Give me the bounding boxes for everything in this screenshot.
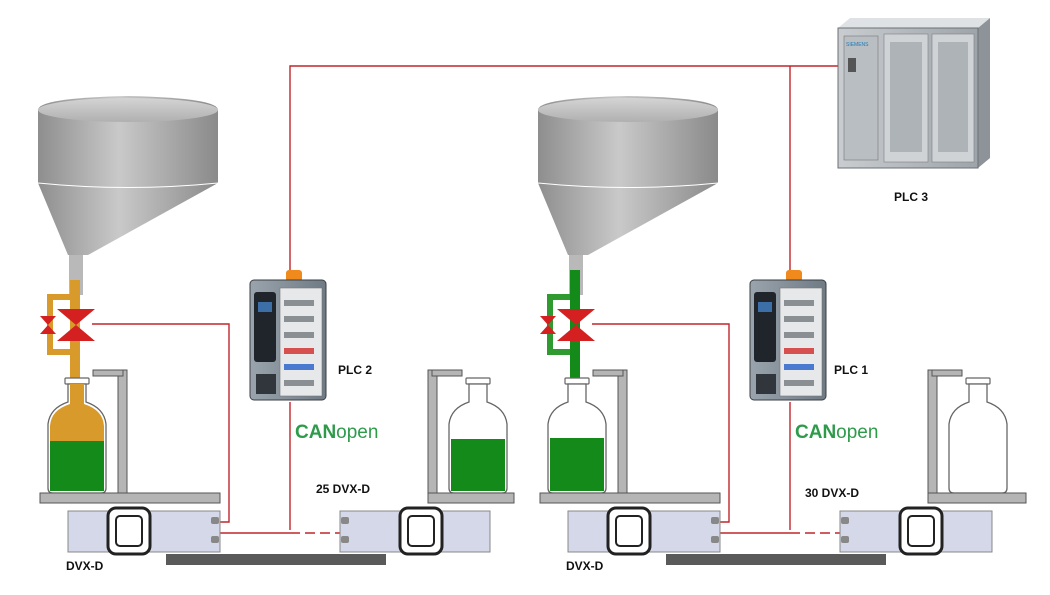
pipe-right-fill [570, 270, 580, 446]
frame-right-target [927, 369, 1027, 504]
bottle-empty [948, 377, 1008, 494]
label-dvx-right-1: 25 DVX-D [316, 482, 370, 496]
dvx-block-right [567, 506, 721, 556]
label-dvx-left-1: DVX-D [66, 559, 104, 573]
label-dvx-right-2: 30 DVX-D [805, 486, 859, 500]
plc1-module [749, 270, 827, 401]
hopper-right [537, 96, 719, 295]
dvx-block-right-target [839, 506, 993, 556]
bottle-right-filling [547, 377, 607, 494]
bottle-green-full [448, 377, 508, 494]
frame-left-target [427, 369, 515, 504]
bypass-pipe-right [547, 294, 572, 355]
conveyor-belt-left [166, 554, 386, 565]
network-wiring [92, 65, 840, 534]
conveyor-belt-right [666, 554, 886, 565]
frame-left [39, 369, 221, 504]
dvx-block-left [67, 506, 221, 556]
canopen-left-light: open [336, 422, 378, 443]
station-left-target [339, 369, 515, 556]
frame-right [539, 369, 721, 504]
valve-small-right [540, 316, 556, 334]
label-plc2: PLC 2 [338, 363, 372, 377]
canopen-right-light: open [836, 422, 878, 443]
station-right [537, 96, 886, 565]
canopen-logo-right: CANopen [795, 422, 878, 443]
valve-large-left [57, 309, 95, 341]
plc3-module: SIEMENS [837, 18, 990, 169]
canopen-right-bold: CAN [795, 422, 836, 443]
wire-plc2-to-plc3 [289, 65, 838, 283]
valve-large-right [557, 309, 595, 341]
station-right-target [839, 369, 1027, 556]
plc3-brand: SIEMENS [846, 42, 869, 48]
dvx-block-left-target [339, 506, 491, 556]
wire-valve-left [92, 323, 230, 523]
bypass-pipe-left [47, 294, 72, 355]
valve-small-left [40, 316, 56, 334]
hopper-left [37, 96, 219, 295]
bottle-left [47, 377, 107, 494]
wire-valve-right [592, 323, 730, 523]
station-left [37, 96, 386, 565]
label-dvx-left-2: DVX-D [566, 559, 604, 573]
canopen-logo-left: CANopen [295, 422, 378, 443]
label-plc3: PLC 3 [894, 190, 928, 204]
plc2-module [249, 270, 327, 401]
canopen-left-bold: CAN [295, 422, 336, 443]
label-plc1: PLC 1 [834, 363, 868, 377]
